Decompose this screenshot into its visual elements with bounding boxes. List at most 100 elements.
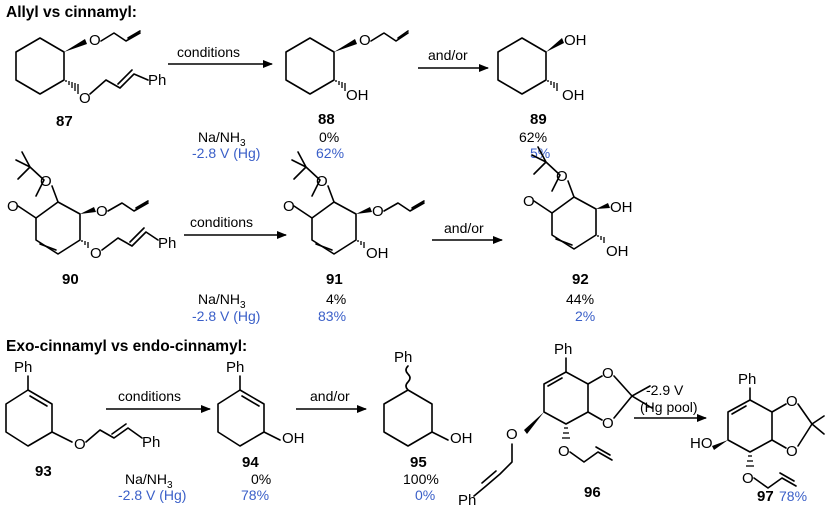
atom-ph: Ph	[14, 359, 32, 376]
yield-95-na: 100%	[403, 471, 439, 487]
compound-95-label: 95	[410, 454, 427, 471]
compound-97-label: 97	[757, 488, 774, 505]
compound-87-structure: O O Ph	[15, 30, 166, 107]
atom-oh: OH	[346, 87, 369, 104]
compound-90-structure: O O O O Ph	[7, 151, 176, 262]
arrow-and-or-3: and/or	[296, 388, 367, 413]
hashed-bond	[357, 240, 365, 248]
yield-92-voltage: 2%	[575, 308, 595, 324]
compound-89-label: 89	[530, 111, 547, 128]
atom-o: O	[359, 32, 371, 49]
row-label-na-nh3: Na/NH3	[198, 129, 246, 149]
atom-o: O	[89, 32, 101, 49]
yield-91-na: 4%	[326, 291, 346, 307]
atom-o: O	[506, 426, 518, 443]
arrow-label-and-or: and/or	[444, 220, 484, 236]
atom-ph: Ph	[148, 72, 166, 89]
hashed-bond	[81, 240, 89, 248]
arrow-and-or-1: and/or	[418, 47, 489, 72]
compound-92-label: 92	[572, 271, 589, 288]
atom-ph: Ph	[554, 341, 572, 358]
yield-89-na: 62%	[519, 129, 547, 145]
compound-93-structure: Ph O Ph	[5, 359, 160, 453]
row-label-voltage: -2.8 V (Hg)	[118, 487, 186, 503]
arrow-and-or-2: and/or	[432, 220, 503, 244]
atom-o: O	[372, 203, 384, 220]
compound-91-label: 91	[326, 271, 343, 288]
atom-ph: Ph	[226, 359, 244, 376]
atom-oh: OH	[564, 32, 587, 49]
row-label-voltage: -2.8 V (Hg)	[192, 145, 260, 161]
atom-o: O	[558, 443, 570, 460]
compound-88-structure: O OH	[285, 30, 409, 104]
arrow-label-conditions: conditions	[190, 214, 253, 230]
arrow-conditions-1: conditions	[168, 44, 273, 68]
atom-o: O	[602, 365, 614, 382]
atom-oh: OH	[562, 87, 585, 104]
atom-o: O	[786, 443, 798, 460]
atom-o: O	[79, 90, 91, 107]
compound-92-structure: O O OH OH	[523, 146, 633, 260]
hashed-bond	[562, 427, 570, 439]
arrow-conditions-3: conditions	[106, 388, 211, 413]
hashed-bond	[65, 80, 79, 94]
compound-89-structure: OH OH	[497, 32, 587, 104]
atom-o: O	[90, 245, 102, 262]
yield-97: 78%	[779, 488, 807, 504]
atom-oh: OH	[606, 243, 629, 260]
arrow-label-voltage: -2.9 V	[646, 382, 684, 398]
atom-o: O	[602, 415, 614, 432]
atom-o: O	[7, 198, 19, 215]
atom-o: O	[40, 173, 52, 190]
arrow-label-conditions: conditions	[118, 388, 181, 404]
yield-88-na: 0%	[319, 129, 339, 145]
hashed-bond	[746, 455, 754, 467]
row-label-na-nh3: Na/NH3	[198, 291, 246, 311]
atom-ph: Ph	[458, 492, 476, 509]
arrow-conditions-2: conditions	[184, 214, 287, 239]
row-label-voltage: -2.8 V (Hg)	[192, 308, 260, 324]
atom-oh: OH	[282, 430, 305, 447]
wavy-bond	[405, 365, 411, 391]
yield-88-voltage: 62%	[316, 145, 344, 161]
arrow-label-and-or: and/or	[310, 388, 350, 404]
atom-o: O	[283, 198, 295, 215]
compound-87-label: 87	[56, 113, 73, 130]
atom-ph: Ph	[142, 434, 160, 451]
hashed-bond	[597, 235, 605, 243]
compound-94-label: 94	[242, 454, 259, 471]
atom-o: O	[556, 168, 568, 185]
compound-90-label: 90	[62, 271, 79, 288]
section-heading-allyl-cinnamyl: Allyl vs cinnamyl:	[6, 4, 137, 21]
atom-o: O	[786, 393, 798, 410]
compound-95-structure: Ph OH	[383, 349, 473, 447]
yield-94-voltage: 78%	[241, 487, 269, 503]
hashed-bond	[547, 80, 558, 91]
atom-o: O	[316, 173, 328, 190]
yield-95-voltage: 0%	[415, 487, 435, 503]
atom-o: O	[74, 436, 86, 453]
atom-oh: OH	[610, 199, 633, 216]
compound-91-structure: O O O OH	[283, 151, 425, 262]
compound-97-structure: Ph O O HO O	[690, 371, 825, 489]
yield-92-na: 44%	[566, 291, 594, 307]
atom-ph: Ph	[158, 235, 176, 252]
arrow-label-hg-pool: (Hg pool)	[640, 399, 698, 415]
atom-o: O	[742, 470, 754, 487]
row-label-na-nh3: Na/NH3	[125, 471, 173, 491]
arrow-label-conditions: conditions	[177, 44, 240, 60]
compound-94-structure: Ph OH	[217, 359, 305, 447]
atom-oh: OH	[366, 245, 389, 262]
atom-o: O	[96, 203, 108, 220]
yield-94-na: 0%	[251, 471, 271, 487]
atom-ho: HO	[690, 435, 713, 452]
atom-o: O	[523, 193, 535, 210]
section-heading-exo-endo: Exo-cinnamyl vs endo-cinnamyl:	[6, 338, 247, 355]
hashed-bond	[335, 80, 346, 91]
atom-oh: OH	[450, 430, 473, 447]
compound-96-label: 96	[584, 484, 601, 501]
arrow-label-and-or: and/or	[428, 47, 468, 63]
compound-88-label: 88	[318, 111, 335, 128]
compound-96-structure: Ph O O O Ph O	[458, 341, 653, 509]
